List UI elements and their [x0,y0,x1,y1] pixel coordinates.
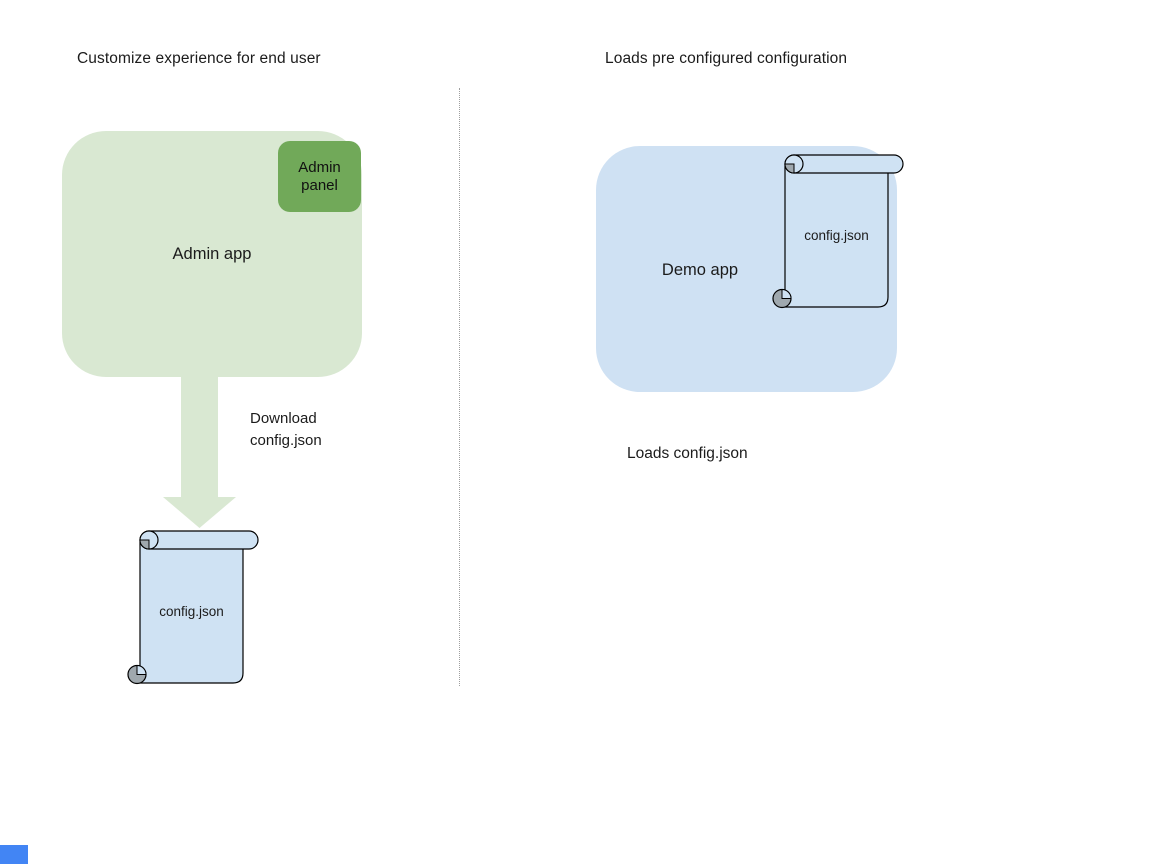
admin-panel-label: Admin panel [298,158,341,194]
section-divider [459,88,460,686]
corner-marker [0,845,28,864]
download-config-annotation: Download config.json [250,410,322,449]
admin-app-label: Admin app [172,245,252,263]
config-json-scroll-right: config.json [771,154,904,310]
loads-config-caption: Loads config.json [627,445,748,462]
config-json-label-right: config.json [804,228,869,243]
left-section-title: Customize experience for end user [77,50,321,67]
config-json-label-left: config.json [159,604,224,619]
admin-panel-box: Admin panel [278,141,361,212]
demo-app-label: Demo app [661,261,739,279]
down-arrow-icon [163,377,236,528]
right-section-title: Loads pre configured configuration [605,50,848,67]
scroll-icon [127,530,259,685]
scroll-icon [772,154,904,309]
config-json-scroll-left: config.json [126,530,259,686]
